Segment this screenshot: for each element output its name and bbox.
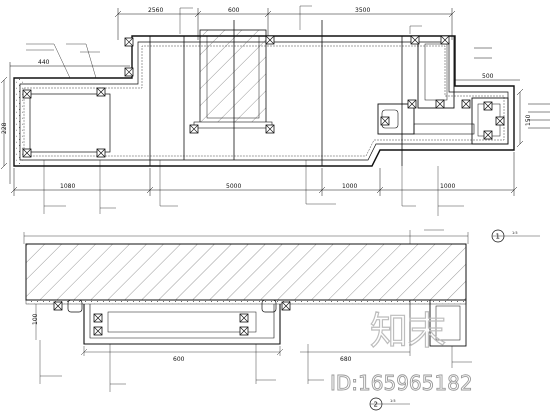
top-leaders [179, 5, 422, 34]
watermark-logo-text: 知末 [370, 309, 446, 353]
watermark-id-text: ID:165965182 [330, 371, 473, 395]
dim-bottom-1: 1080 [60, 183, 75, 190]
watermark: 知末 ID:165965182 [330, 308, 473, 395]
view-marker-1: 1 1:5 [491, 229, 540, 243]
right-dimension-lines [455, 47, 550, 148]
dim-top-1: 2560 [148, 7, 163, 14]
right-support [409, 299, 467, 347]
left-notes [26, 43, 100, 79]
central-column [193, 29, 273, 129]
view-marker-2-scale: 1:5 [390, 399, 396, 403]
section-top-dimension [23, 229, 469, 244]
dim-left-upper: 440 [38, 59, 50, 66]
section-leaders [39, 340, 472, 392]
section-drawing: 100 600 680 2 1:5 [23, 229, 472, 411]
dim-bottom-4: 1000 [440, 183, 455, 190]
section-dim-left: 100 [32, 313, 39, 325]
left-end-infill [14, 78, 24, 166]
soffit-box [67, 299, 281, 345]
cabinet-outline [13, 35, 515, 167]
left-compartment [29, 93, 111, 153]
view-marker-2-label: 2 [374, 401, 378, 409]
plan-drawing: 2560 600 3500 440 228 [0, 5, 550, 243]
dim-bottom-3: 1000 [342, 183, 357, 190]
right-cluster [377, 35, 509, 145]
view-marker-2: 2 1:5 [369, 397, 410, 411]
vertical-mullions [149, 20, 403, 166]
view-marker-1-scale: 1:5 [512, 231, 518, 235]
section-fixing-marks [53, 301, 291, 336]
section-dim-mid: 600 [173, 356, 185, 363]
top-dimension-chain [114, 8, 456, 40]
board-layer [25, 299, 467, 305]
concrete-slab [25, 243, 467, 301]
dim-left-vertical: 228 [1, 122, 8, 134]
dim-right-vertical: 150 [525, 114, 532, 126]
section-dimension-lines [35, 304, 411, 356]
bottom-dimension-chain [10, 152, 518, 196]
view-marker-1-label: 1 [496, 233, 500, 241]
bottom-leaders [43, 160, 464, 216]
section-dim-right: 680 [340, 356, 352, 363]
dim-top-2: 600 [228, 7, 240, 14]
left-dimension-lines [0, 62, 130, 184]
dim-right-upper: 500 [482, 73, 494, 80]
dim-top-3: 3500 [355, 7, 370, 14]
dim-bottom-2: 5000 [226, 183, 241, 190]
